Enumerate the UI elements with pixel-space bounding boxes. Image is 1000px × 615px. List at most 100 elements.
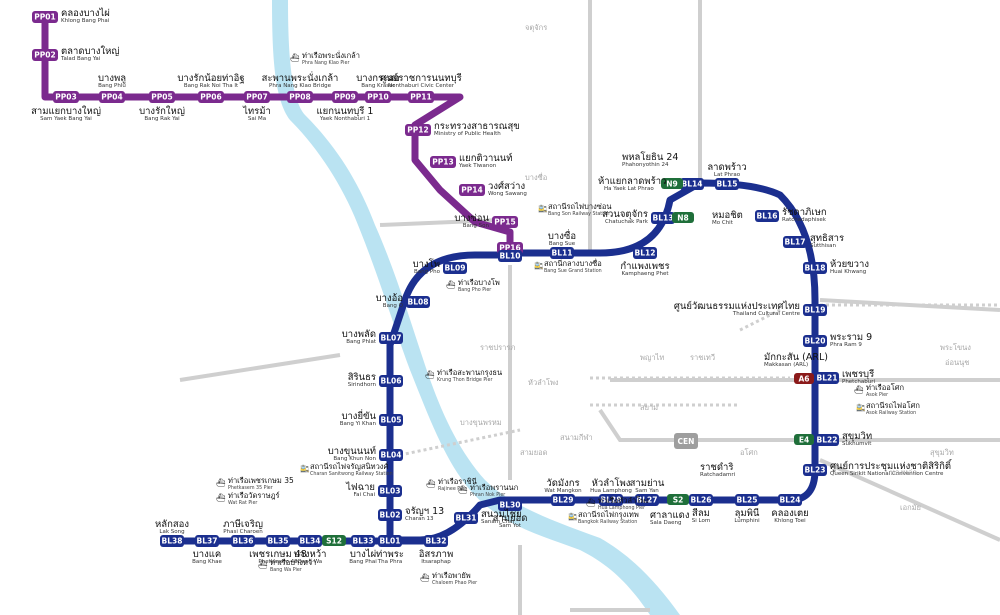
station-label-pp01: คลองบางไผ่Khlong Bang Phai [61,7,110,24]
station-pp03[interactable]: PP03 [53,91,79,103]
svg-text:Wat Rat Pier: Wat Rat Pier [228,500,257,506]
svg-text:กำแพงเพชร: กำแพงเพชร [620,261,669,272]
svg-text:สามย่าน: สามย่าน [630,478,665,489]
interchange-n9[interactable]: N9 [661,178,683,189]
station-pp10[interactable]: PP10 [365,91,391,103]
interchange-cen[interactable]: CEN [674,433,698,449]
svg-text:Nonthaburi Civic Center: Nonthaburi Civic Center [388,83,455,89]
interchange-e4[interactable]: E4 [794,434,814,445]
station-bl36[interactable]: BL36 [231,535,255,547]
station-pp09[interactable]: PP09 [332,91,358,103]
station-pp15[interactable]: PP15 [492,216,518,228]
svg-text:ไทรม้า: ไทรม้า [242,105,271,117]
svg-text:หลักสอง: หลักสอง [155,519,189,530]
station-bl07[interactable]: BL07 [379,332,403,344]
station-bl29[interactable]: BL29 [551,494,575,506]
ferry-icon: ⛴ [258,560,268,569]
station-pp11[interactable]: PP11 [408,91,434,103]
station-bl01[interactable]: BL01 [378,535,402,547]
bg-station-label: สยาม [640,403,658,412]
svg-text:แยกนนทบุรี 1: แยกนนทบุรี 1 [317,105,374,117]
station-bl21[interactable]: BL21 [815,372,839,384]
svg-text:Phra Ram 9: Phra Ram 9 [830,342,862,348]
sala-daeng-label: ศาลาแดง Sala Daeng [650,510,689,526]
svg-text:Bang Rak Yai: Bang Rak Yai [144,116,180,122]
station-bl14[interactable]: BL14 [680,178,704,190]
station-bl30[interactable]: BL30 [498,499,522,511]
station-bl08[interactable]: BL08 [406,296,430,308]
station-label-bl23: ศูนย์การประชุมแห่งชาติสิริกิติ์Queen Sir… [830,458,953,477]
svg-text:สามยอด: สามยอด [493,513,528,524]
station-bl02[interactable]: BL02 [378,509,402,521]
station-bl27[interactable]: BL27 [635,494,659,506]
ferry-icon: ⛴ [425,370,435,379]
svg-text:สามแยกบางใหญ่: สามแยกบางใหญ่ [31,105,101,117]
svg-text:BL34: BL34 [300,537,321,546]
svg-text:BL08: BL08 [408,298,429,307]
station-pp12[interactable]: PP12 [405,124,431,136]
station-bl37[interactable]: BL37 [195,535,219,547]
interchange-s2[interactable]: S2 [667,494,689,505]
station-pp02[interactable]: PP02 [32,49,58,61]
station-bl04[interactable]: BL04 [379,449,403,461]
station-bl24[interactable]: BL24 [778,494,802,506]
blue-line-loop-track [386,179,819,544]
svg-text:BL28: BL28 [601,496,622,505]
svg-text:Chaloem Phao Pier: Chaloem Phao Pier [432,580,477,586]
svg-text:บางอ้อ: บางอ้อ [376,293,403,304]
station-bl35[interactable]: BL35 [266,535,290,547]
station-bl34[interactable]: BL34 [298,535,322,547]
station-bl23[interactable]: BL23 [803,464,827,476]
station-bl38[interactable]: BL38 [160,535,184,547]
station-bl32[interactable]: BL32 [424,535,448,547]
station-bl19[interactable]: BL19 [803,304,827,316]
station-bl05[interactable]: BL05 [379,414,403,426]
station-pp13[interactable]: PP13 [430,156,456,168]
station-bl09[interactable]: BL09 [443,262,467,274]
station-bl22[interactable]: BL22 [815,434,839,446]
interchange-n8[interactable]: N8 [672,212,694,223]
svg-text:Mo Chit: Mo Chit [712,220,734,226]
interchange-a6[interactable]: A6 [794,373,814,384]
bg-station-label: อโศก [740,448,758,457]
station-bl20[interactable]: BL20 [803,335,827,347]
station-label-pp11: ศูนย์ราชการนนทบุรีNonthaburi Civic Cente… [380,72,462,89]
station-pp04[interactable]: PP04 [99,91,125,103]
purple-station-labels: คลองบางไผ่Khlong Bang Phaiตลาดบางใหญ่Tal… [31,7,527,229]
station-pp07[interactable]: PP07 [244,91,270,103]
station-pp06[interactable]: PP06 [198,91,224,103]
station-bl17[interactable]: BL17 [783,236,807,248]
interchange-s12[interactable]: S12 [322,535,346,546]
svg-text:BL01: BL01 [380,537,401,546]
station-bl12[interactable]: BL12 [633,247,657,259]
station-pp14[interactable]: PP14 [459,184,485,196]
station-bl18[interactable]: BL18 [803,262,827,274]
station-pp08[interactable]: PP08 [287,91,313,103]
svg-text:Kamphaeng Phet: Kamphaeng Phet [621,271,669,277]
station-bl06[interactable]: BL06 [379,375,403,387]
svg-text:ศูนย์ราชการนนทบุรี: ศูนย์ราชการนนทบุรี [380,72,462,84]
station-bl11[interactable]: BL11 [550,247,574,259]
svg-text:BL18: BL18 [805,264,826,273]
station-pp01[interactable]: PP01 [32,11,58,23]
station-bl10[interactable]: BL10 [498,250,522,262]
station-bl15[interactable]: BL15 [715,178,739,190]
station-bl03[interactable]: BL03 [378,485,402,497]
station-bl16[interactable]: BL16 [755,210,779,222]
station-pp05[interactable]: PP05 [149,91,175,103]
station-bl28[interactable]: BL28 [599,494,623,506]
station-bl25[interactable]: BL25 [735,494,759,506]
station-bl13[interactable]: BL13 [651,212,675,224]
svg-text:ท่าเรือบางโพ: ท่าเรือบางโพ [458,278,500,287]
station-bl26[interactable]: BL26 [689,494,713,506]
station-bl33[interactable]: BL33 [351,535,375,547]
station-bl31[interactable]: BL31 [454,512,478,524]
